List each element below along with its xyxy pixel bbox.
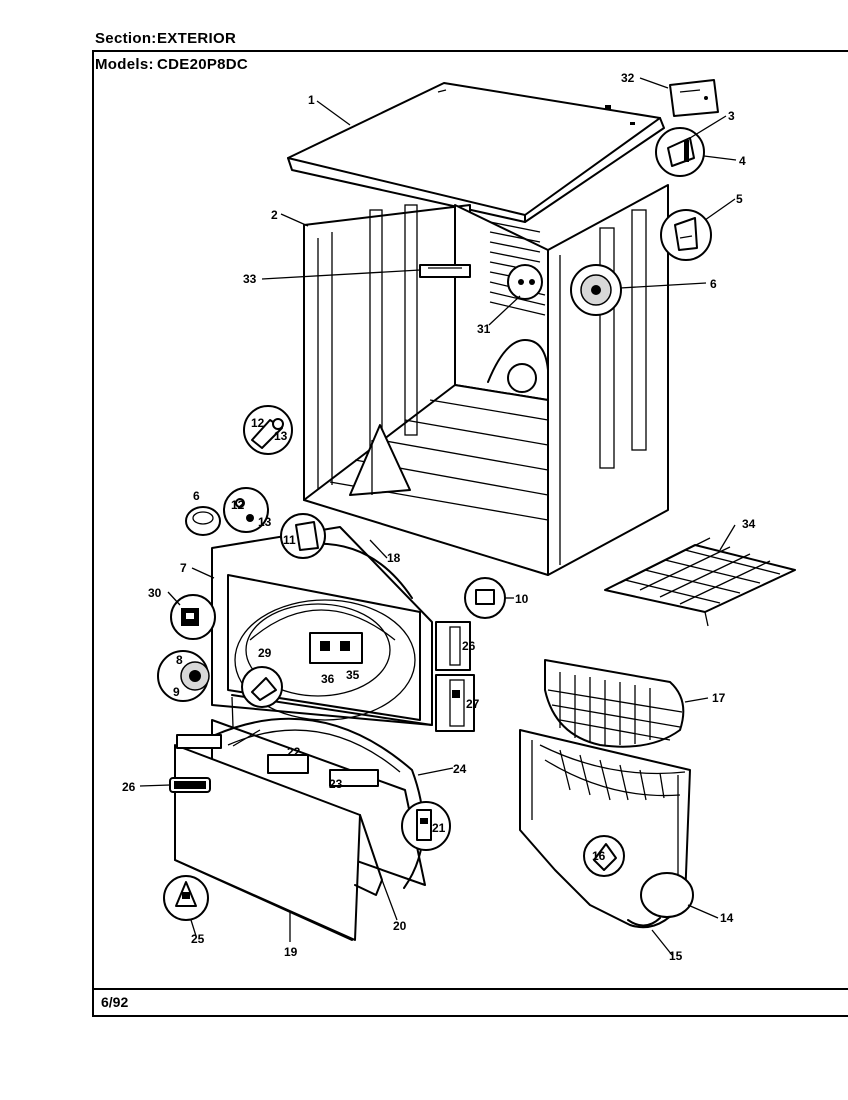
callout-12a: 12 <box>251 416 265 430</box>
callout-31: 31 <box>477 322 491 336</box>
foot-glide-detail <box>185 506 221 536</box>
cabinet-right-side <box>547 184 669 576</box>
top-clip-detail <box>660 209 712 261</box>
rear-exhaust-hole <box>507 363 537 393</box>
callout-13a: 13 <box>274 429 288 443</box>
section-value: EXTERIOR <box>157 30 237 47</box>
callout-13b: 13 <box>258 515 272 529</box>
drum-bearing-detail <box>570 264 622 316</box>
callout-21: 21 <box>432 821 446 835</box>
callout-26b: 26 <box>462 639 476 653</box>
callout-12b: 12 <box>231 498 245 512</box>
callout-24: 24 <box>453 762 467 776</box>
knob-detail <box>157 650 210 702</box>
callout-19: 19 <box>284 945 298 959</box>
callout-17: 17 <box>712 691 726 705</box>
callout-7: 7 <box>180 561 187 575</box>
door-catch-plate <box>267 754 309 774</box>
door-top-trim <box>176 734 222 749</box>
lint-housing-assembly <box>519 659 694 929</box>
lint-filter-grid <box>547 672 683 745</box>
lamp-socket-detail <box>170 594 216 640</box>
duct-outlet <box>640 872 694 918</box>
callout-6b: 6 <box>193 489 200 503</box>
callout-22: 22 <box>287 745 301 759</box>
callout-11: 11 <box>283 533 296 547</box>
callout-5: 5 <box>736 192 743 206</box>
models-label: Models: <box>95 56 154 73</box>
callout-32: 32 <box>621 71 635 85</box>
rear-brace <box>349 424 411 496</box>
callout-26a: 26 <box>122 780 136 794</box>
door-stop-bar <box>329 769 379 787</box>
lint-duct-grille <box>559 749 665 801</box>
hinge-block-detail <box>435 674 475 732</box>
rear-bracket <box>419 264 471 278</box>
switch-lever-detail <box>241 666 283 708</box>
callout-9: 9 <box>173 685 180 699</box>
hinge-detail <box>435 621 471 671</box>
spring-clip-detail <box>223 487 269 533</box>
control-bracket-detail <box>669 79 719 117</box>
callout-14: 14 <box>720 911 734 925</box>
footer-divider <box>92 988 848 990</box>
door-switch <box>309 632 363 664</box>
callout-4: 4 <box>739 154 746 168</box>
lint-filter <box>544 659 685 748</box>
models-value: CDE20P8DC <box>157 56 249 73</box>
rear-bearing-detail <box>507 264 543 300</box>
callout-16: 16 <box>592 849 606 863</box>
callout-36: 36 <box>321 672 335 686</box>
door-glide-detail <box>163 875 209 921</box>
callout-8: 8 <box>176 653 183 667</box>
models-heading: Models:CDE20P8DC <box>95 56 248 73</box>
callout-labels: 1 2 3 4 5 6 6 7 8 9 10 11 12 12 13 13 14… <box>122 71 756 963</box>
callout-25: 25 <box>191 932 205 946</box>
outer-door-panel <box>174 744 361 941</box>
callout-10: 10 <box>515 592 529 606</box>
callout-20: 20 <box>393 919 407 933</box>
callout-30: 30 <box>148 586 162 600</box>
callout-6a: 6 <box>710 277 717 291</box>
section-label: Section: <box>95 30 157 47</box>
top-panel <box>287 82 661 216</box>
callout-34: 34 <box>742 517 756 531</box>
callout-33: 33 <box>243 272 257 286</box>
callout-27: 27 <box>466 697 480 711</box>
door-assembly <box>169 717 426 941</box>
door-hinge-detail <box>401 801 451 851</box>
thermostat-detail <box>583 835 625 877</box>
callout-18: 18 <box>387 551 401 565</box>
top-hinge-detail <box>655 127 705 177</box>
callout-35: 35 <box>346 668 360 682</box>
revision-date: 6/92 <box>101 994 129 1010</box>
callout-1: 1 <box>308 93 315 107</box>
leader-lines <box>139 77 737 956</box>
diagram-frame <box>92 50 848 1017</box>
leveling-leg-detail <box>243 405 293 455</box>
door-strike-detail <box>464 577 506 619</box>
callout-15: 15 <box>669 949 683 963</box>
drying-rack <box>604 537 796 627</box>
callout-29: 29 <box>258 646 272 660</box>
callout-3: 3 <box>728 109 735 123</box>
section-heading: Section:EXTERIOR <box>95 30 236 47</box>
callout-2: 2 <box>271 208 278 222</box>
door-catch-detail <box>280 513 326 559</box>
callout-23: 23 <box>329 777 343 791</box>
